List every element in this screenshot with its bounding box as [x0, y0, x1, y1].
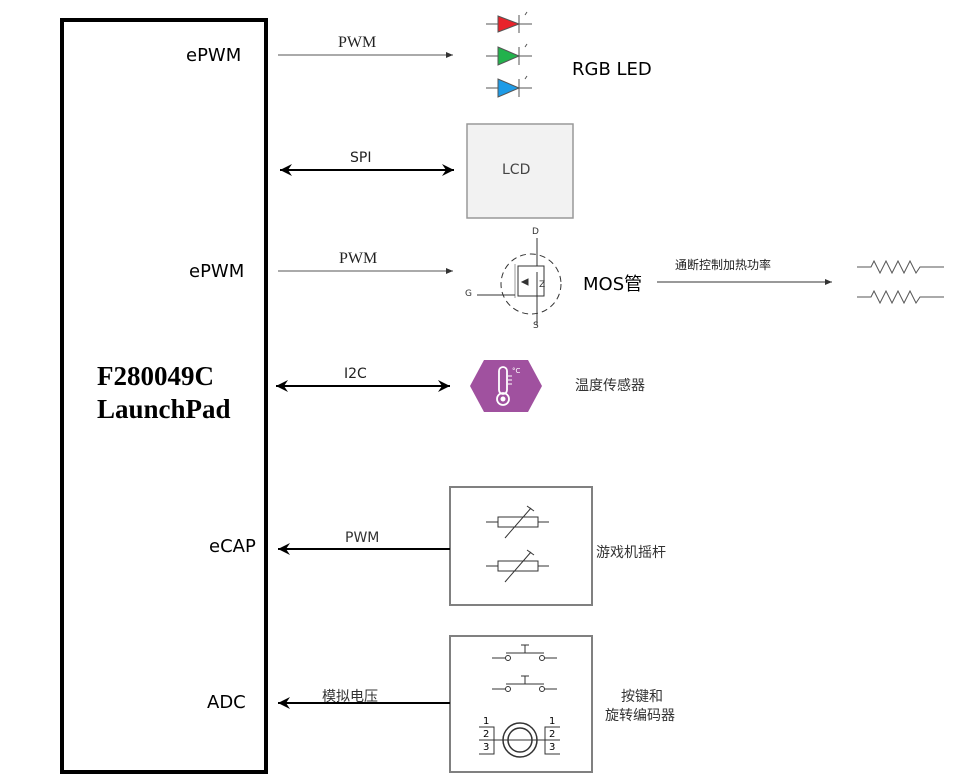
push-button-icon	[492, 644, 557, 661]
encoder-pin: 1	[483, 716, 490, 727]
pin-label-epwm: ePWM	[189, 261, 245, 282]
mosfet-icon: Z	[477, 238, 562, 325]
heater-resistor-icon	[857, 289, 944, 305]
buttons-label-line1: 按键和	[621, 689, 663, 705]
rotary-encoder-icon	[479, 722, 560, 758]
pin-label-epwm: ePWM	[186, 45, 242, 66]
led-green-icon	[486, 43, 532, 66]
link-label-i2c: I2C	[344, 366, 367, 382]
mos-label: MOS管	[583, 274, 643, 295]
led-blue-icon	[486, 75, 532, 98]
potentiometer-icon	[486, 549, 549, 583]
link-label-heater-control: 通断控制加热功率	[675, 258, 772, 272]
encoder-pins-left: 1 2 3	[483, 715, 489, 754]
temp-sensor-label: 温度传感器	[575, 378, 645, 394]
mos-pin-s: S	[533, 321, 539, 331]
pin-label-ecap: eCAP	[209, 536, 256, 557]
joystick-label: 游戏机摇杆	[596, 545, 666, 561]
pin-label-adc: ADC	[207, 692, 246, 713]
encoder-pins-right: 1 2 3	[549, 715, 555, 754]
led-red-icon	[486, 11, 532, 33]
rgb-led-label: RGB LED	[572, 59, 652, 80]
encoder-pin: 3	[483, 742, 490, 753]
thermometer-icon: °C	[470, 360, 542, 412]
mos-pin-g: G	[465, 289, 472, 299]
buttons-label-line2: 旋转编码器	[605, 708, 675, 724]
mcu-title-line1: F280049C	[97, 361, 214, 391]
lcd-label: LCD	[502, 162, 531, 178]
link-label-pwm: PWM	[339, 250, 378, 267]
link-label-pwm: PWM	[338, 34, 377, 51]
temp-unit: °C	[512, 367, 521, 375]
encoder-pin: 1	[549, 716, 556, 727]
mcu-title: F280049C LaunchPad	[97, 360, 231, 426]
link-label-spi: SPI	[350, 150, 372, 166]
link-label-analog-voltage: 模拟电压	[322, 689, 378, 705]
svg-text:Z: Z	[539, 280, 545, 290]
encoder-pin: 3	[549, 742, 556, 753]
encoder-pin: 2	[483, 729, 490, 740]
joystick-block	[449, 486, 593, 606]
link-label-pwm: PWM	[345, 530, 380, 546]
heater-resistor-icon	[857, 259, 944, 275]
mcu-title-line2: LaunchPad	[97, 394, 231, 424]
mos-pin-d: D	[532, 227, 539, 237]
buttons-block	[449, 635, 593, 773]
potentiometer-icon	[486, 505, 549, 539]
mcu-block	[60, 18, 268, 774]
encoder-pin: 2	[549, 729, 556, 740]
lcd-block	[466, 123, 574, 219]
push-button-icon	[492, 675, 557, 692]
